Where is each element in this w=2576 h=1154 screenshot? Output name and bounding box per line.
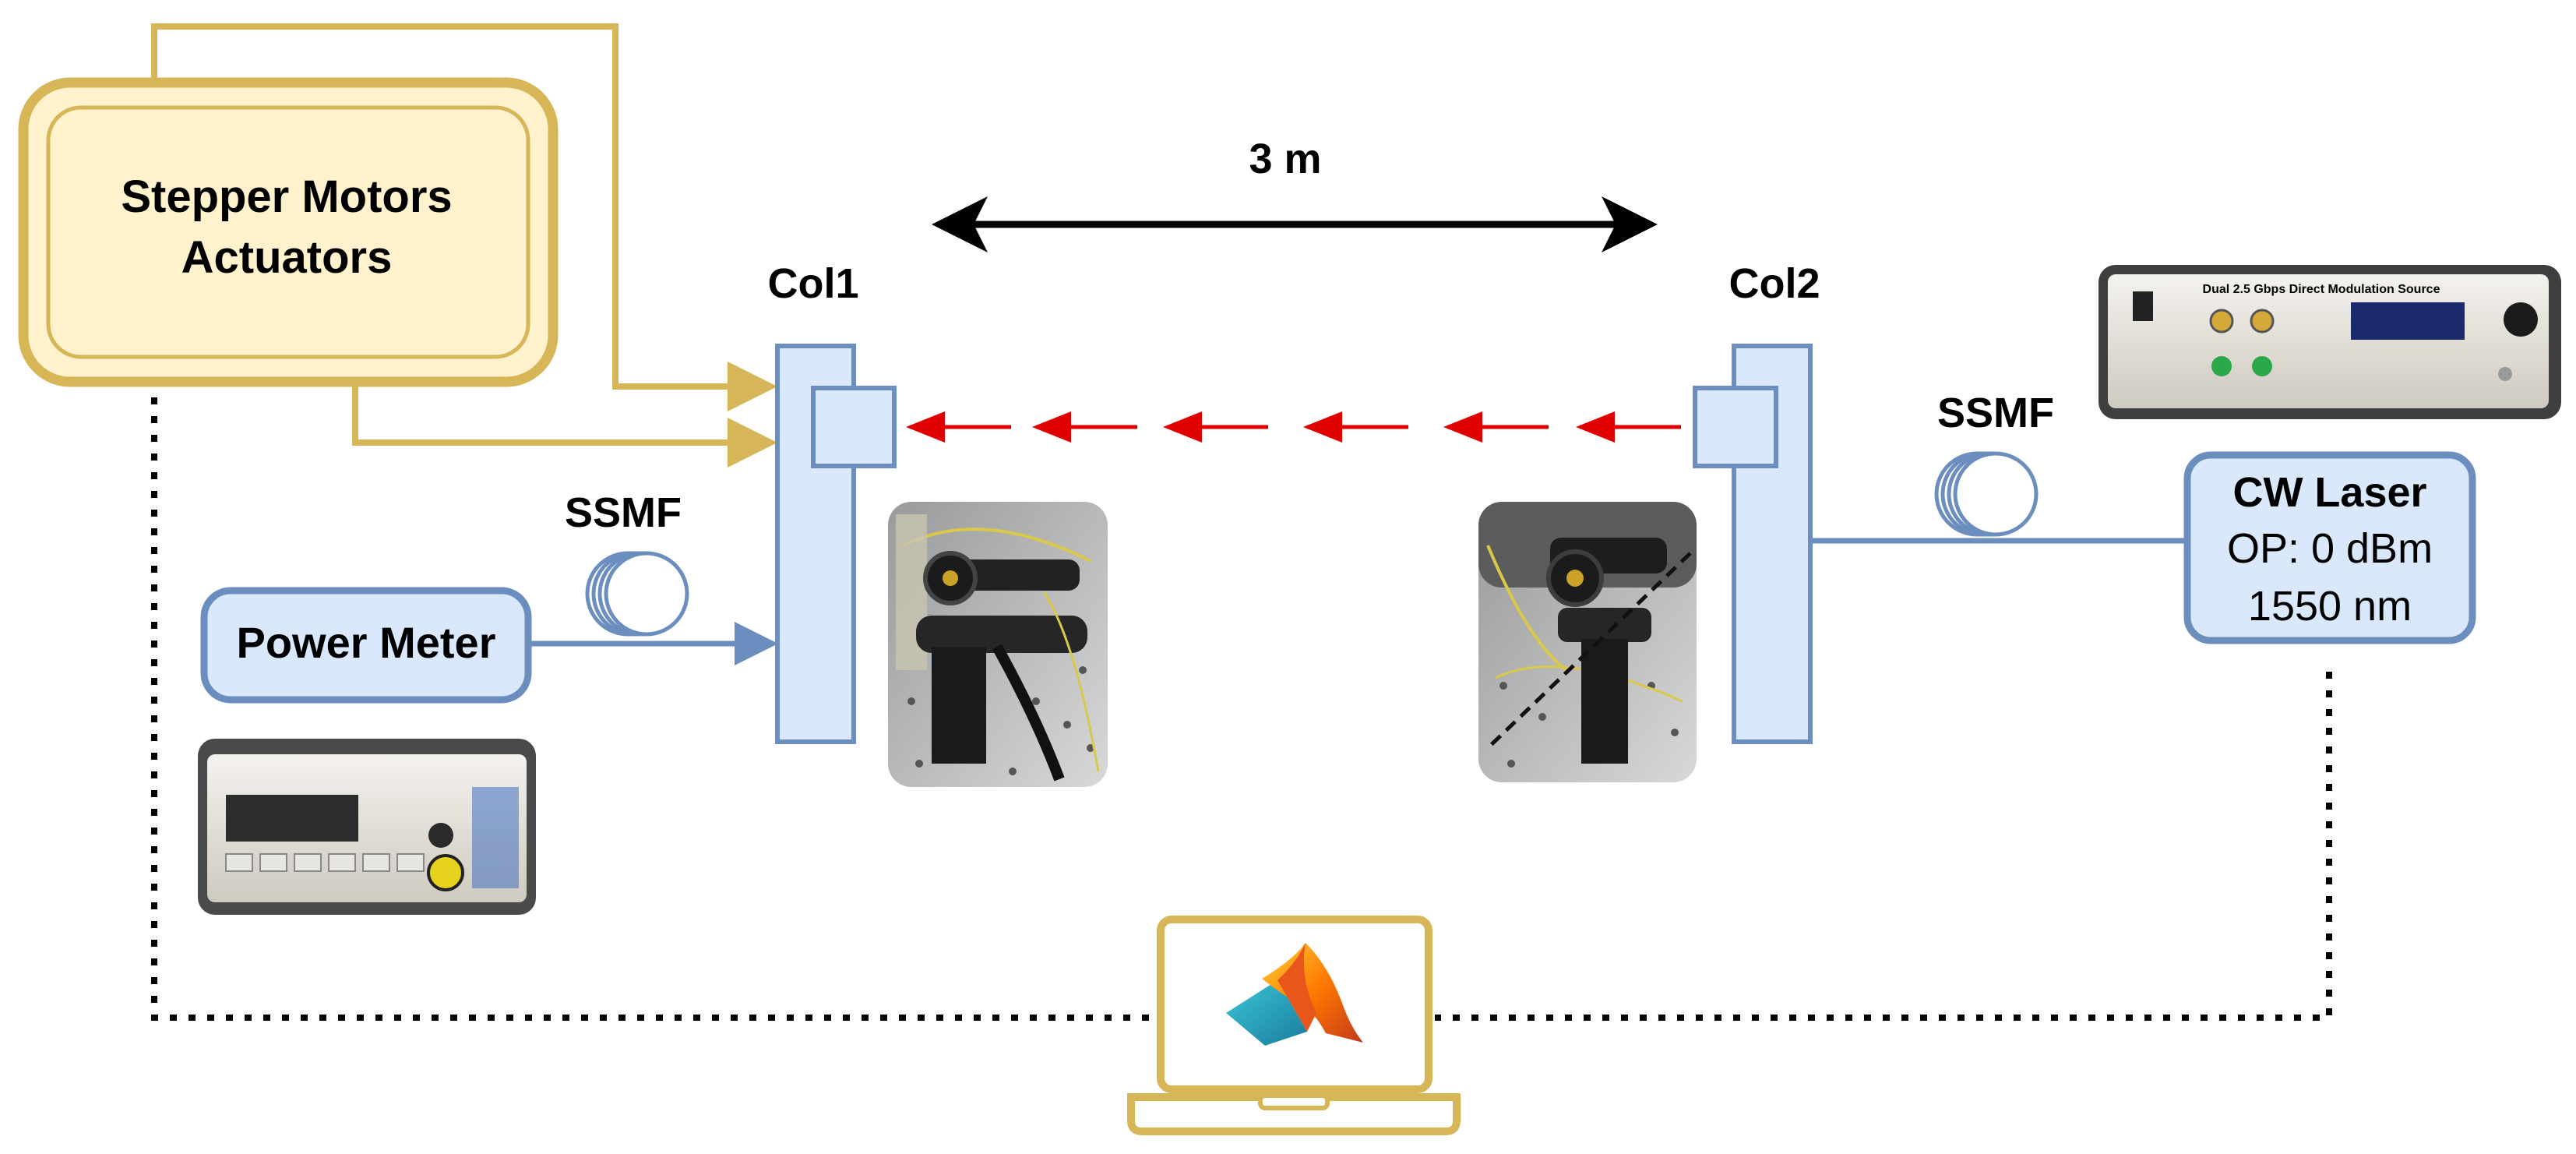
power-meter-photo [198,739,536,915]
laser-wavelength: 1550 nm [2248,583,2412,630]
col2-mount [1693,344,1813,744]
col1-label: Col1 [767,260,858,307]
distance-label: 3 m [1249,136,1321,182]
stepper-label-line2: Actuators [181,232,393,283]
col2-label: Col2 [1728,260,1820,307]
col1-mount [775,344,897,744]
ssmf-left-label: SSMF [565,489,682,536]
col1-photo [888,502,1108,787]
fiber-coil-icon-left [585,551,689,637]
control-line-lower [352,382,777,468]
control-link-stepper-to-laptop [151,397,1151,1021]
laser-source-photo: Dual 2.5 Gbps Direct Modulation Source [2099,265,2561,419]
power-meter-box: Power Meter [200,587,532,704]
ssmf-right-label: SSMF [1937,390,2054,436]
control-link-laser-to-laptop [1435,672,2332,1021]
stepper-motors-box: Stepper Motors Actuators [18,77,559,387]
stepper-label-line1: Stepper Motors [121,171,452,222]
cw-laser-box: CW Laser OP: 0 dBm 1550 nm [2183,451,2476,644]
power-meter-label: Power Meter [237,618,496,667]
distance-arrow [932,196,1658,252]
matlab-logo-icon [1226,943,1363,1046]
col2-photo [1478,502,1697,782]
laser-power: OP: 0 dBm [2227,525,2433,572]
fiber-coil-icon-right [1934,451,2039,537]
col2-collimator [1693,386,1778,468]
laser-title: CW Laser [2232,469,2426,516]
modulation-source-panel-text: Dual 2.5 Gbps Direct Modulation Source [2203,283,2440,296]
col1-collimator [811,386,897,468]
control-line-upper [151,23,777,411]
